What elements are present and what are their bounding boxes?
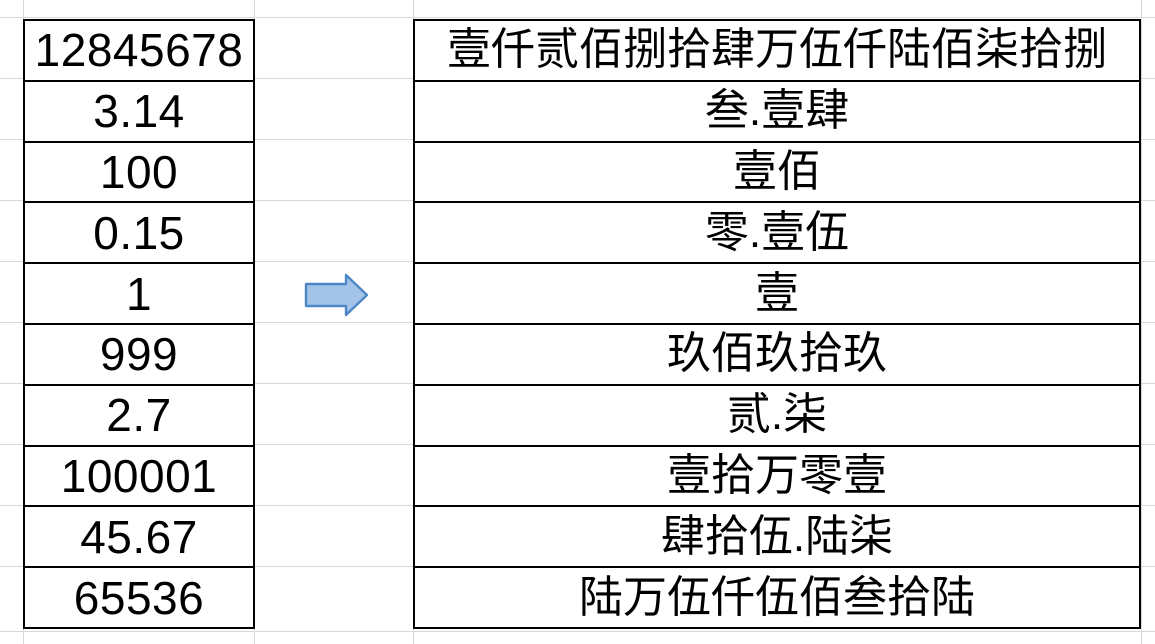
arabic-number-cell[interactable]: 2.7 <box>25 386 253 447</box>
arabic-number-cell[interactable]: 100 <box>25 143 253 204</box>
chinese-uppercase-cell[interactable]: 肆拾伍.陆柒 <box>415 507 1139 569</box>
right-arrow-shape <box>304 273 369 317</box>
arabic-number-cell[interactable]: 45.67 <box>25 507 253 569</box>
chinese-uppercase-cell[interactable]: 玖佰玖拾玖 <box>415 325 1139 386</box>
arabic-numbers-column: 12845678 3.14 100 0.15 1 999 2.7 100001 … <box>23 19 255 629</box>
right-arrow-outline <box>304 273 369 317</box>
chinese-uppercase-cell[interactable]: 零.壹伍 <box>415 203 1139 265</box>
chinese-uppercase-cell[interactable]: 陆万伍仟伍佰叁拾陆 <box>579 572 975 622</box>
gridline <box>1141 0 1142 644</box>
chinese-uppercase-cell[interactable]: 壹仟贰佰捌拾肆万伍仟陆佰柒拾捌 <box>415 21 1139 82</box>
chinese-uppercase-cell[interactable]: 壹佰 <box>415 143 1139 204</box>
chinese-uppercase-cell[interactable]: 贰.柒 <box>415 386 1139 447</box>
gridline <box>0 17 1155 18</box>
arabic-number-cell[interactable]: 65536 <box>73 571 205 624</box>
chinese-uppercase-cell[interactable]: 壹 <box>415 264 1139 325</box>
arabic-number-cell[interactable]: 12845678 <box>25 21 253 82</box>
arabic-number-cell[interactable]: 0.15 <box>25 203 253 265</box>
arabic-number-cell[interactable]: 999 <box>25 325 253 386</box>
arabic-number-cell[interactable]: 1 <box>25 264 253 325</box>
chinese-uppercase-cell[interactable]: 叁.壹肆 <box>415 82 1139 143</box>
chinese-uppercase-cell[interactable]: 壹拾万零壹 <box>415 447 1139 508</box>
right-arrow-icon[interactable] <box>304 273 369 317</box>
chinese-uppercase-column: 壹仟贰佰捌拾肆万伍仟陆佰柒拾捌 叁.壹肆 壹佰 零.壹伍 壹 玖佰玖拾玖 贰.柒… <box>413 19 1141 629</box>
arabic-number-cell[interactable]: 100001 <box>25 447 253 508</box>
gridline <box>0 631 1155 632</box>
arabic-number-cell[interactable]: 3.14 <box>25 82 253 143</box>
